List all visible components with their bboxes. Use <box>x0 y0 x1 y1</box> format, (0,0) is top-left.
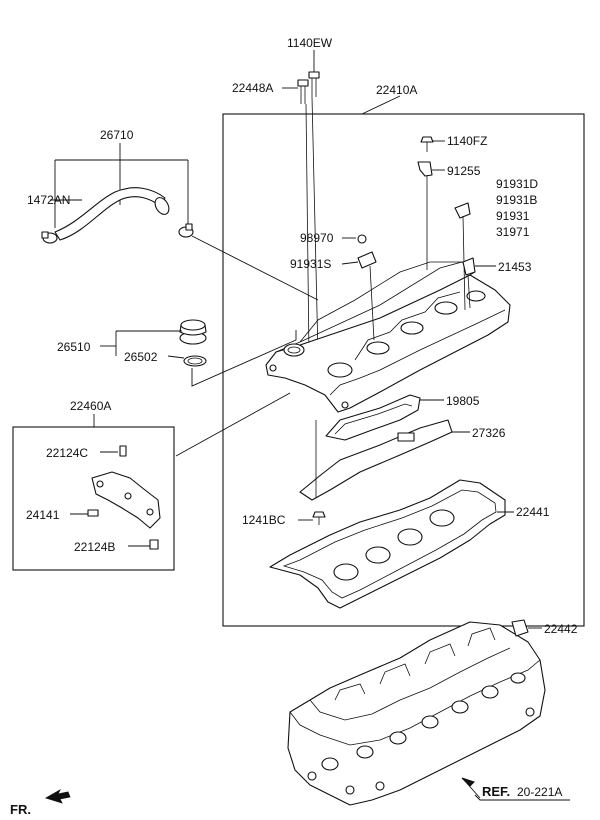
bolt-1241bc <box>312 511 326 525</box>
hose-clamp-right <box>178 223 194 238</box>
bolt-1140fz <box>420 136 434 152</box>
label-19805: 19805 <box>446 394 480 408</box>
label-26710: 26710 <box>100 128 134 142</box>
label-26502: 26502 <box>124 350 158 364</box>
clip-91931s <box>357 251 377 269</box>
bracket-91255 <box>417 161 433 177</box>
label-ref: REF. <box>482 784 510 799</box>
bracket-21453 <box>462 257 476 276</box>
cylinder-head <box>287 621 546 806</box>
oil-filler-gasket <box>183 355 207 367</box>
baffle-plate-27326 <box>299 419 453 501</box>
label-1140ew: 1140EW <box>287 36 333 50</box>
label-22124c: 22124C <box>46 446 88 460</box>
front-arrow-icon <box>45 788 71 804</box>
bolt-22448a <box>297 79 309 104</box>
label-22448a: 22448A <box>232 81 273 95</box>
nut-98970 <box>357 234 367 244</box>
label-91931s: 91931S <box>290 257 331 271</box>
label-1472an: 1472AN <box>27 193 70 207</box>
head-cover-gasket-22441 <box>269 479 506 609</box>
label-91931b: 91931B <box>496 193 537 207</box>
ventilation-bracket <box>91 471 161 529</box>
plug-22124c <box>119 445 127 457</box>
label-1241bc: 1241BC <box>242 513 286 527</box>
label-22442: 22442 <box>544 622 578 636</box>
oil-filler-cap <box>179 319 207 345</box>
label-98970: 98970 <box>300 231 334 245</box>
label-26510: 26510 <box>57 340 91 354</box>
bolt-1140ew <box>308 71 320 97</box>
label-24141: 24141 <box>26 508 60 522</box>
bracket-assembly-frame <box>12 426 175 571</box>
label-91255: 91255 <box>447 164 481 178</box>
label-1140fz: 1140FZ <box>447 134 487 148</box>
bracket-91931 <box>454 202 471 219</box>
pin-24141 <box>87 509 99 517</box>
label-22124b: 22124B <box>74 540 115 554</box>
label-91931: 91931 <box>496 209 530 223</box>
cylinder-head-cover <box>265 261 511 413</box>
label-22460a: 22460A <box>70 399 111 413</box>
label-27326: 27326 <box>472 426 506 440</box>
label-22441: 22441 <box>516 505 550 519</box>
cap-22124b <box>149 539 159 550</box>
hose-clamp-left <box>41 231 58 244</box>
label-91931d: 91931D <box>496 177 538 191</box>
label-ref-value: 20-221A <box>517 785 562 799</box>
label-front: FR. <box>10 802 31 817</box>
label-22410a: 22410A <box>376 83 417 97</box>
label-21453: 21453 <box>498 260 532 274</box>
gasket-19805 <box>325 394 421 441</box>
label-31971: 31971 <box>496 225 530 239</box>
breather-hose <box>54 187 170 241</box>
seal-22442 <box>511 619 529 637</box>
cover-assembly-frame <box>222 113 585 627</box>
